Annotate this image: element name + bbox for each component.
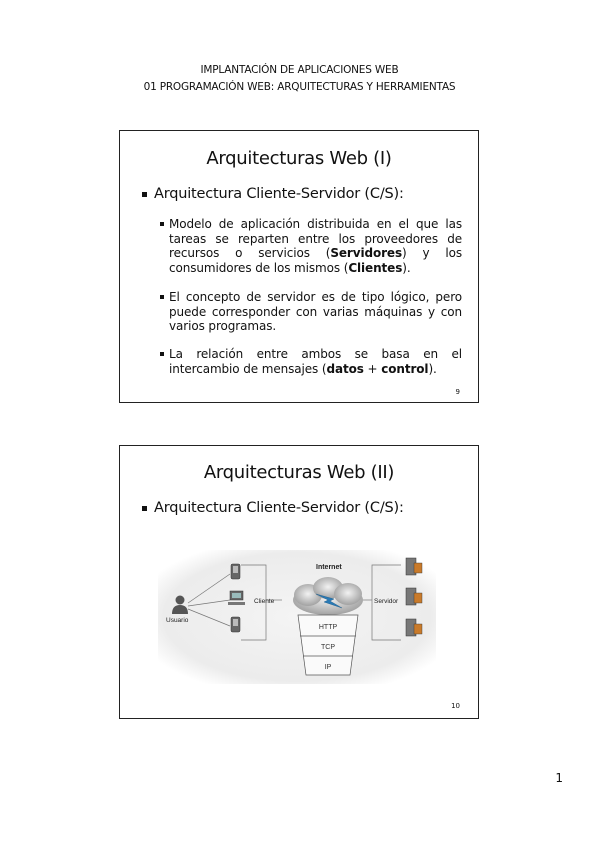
bullet-text: Arquitectura Cliente-Servidor (C/S):: [154, 500, 404, 516]
client-bracket: [241, 564, 282, 641]
bold-servidores: Servidores: [330, 246, 403, 260]
slide-page-number: 10: [451, 702, 460, 710]
page-number: 1: [555, 771, 563, 785]
sub-bullet-text: El concepto de servidor es de tipo lógic…: [169, 290, 462, 333]
sub-bullet-model: Modelo de aplicación distribuida en el q…: [160, 217, 462, 275]
bold-control: control: [381, 361, 429, 376]
bullet-text: Arquitectura Cliente-Servidor (C/S):: [154, 186, 404, 202]
bullet-square-icon: [160, 352, 164, 356]
user-device-links: [187, 573, 231, 627]
protocol-stack: [297, 614, 359, 676]
bold-datos: datos: [326, 361, 364, 376]
text-segment: Modelo de aplicación distribuida en el q…: [169, 217, 462, 260]
text-segment: ).: [402, 260, 411, 275]
document-header: IMPLANTACIÓN DE APLICACIONES WEB 01 PROG…: [0, 62, 599, 96]
header-unit: 01 PROGRAMACIÓN WEB: ARQUITECTURAS Y HER…: [143, 81, 456, 93]
sub-bullet-server-concept: El concepto de servidor es de tipo lógic…: [160, 290, 462, 334]
sub-bullet-relation: La relación entre ambos se basa en el in…: [160, 347, 462, 376]
user-icon: [172, 595, 188, 614]
text-segment: +: [363, 361, 382, 376]
bullet-square-icon: [142, 192, 147, 197]
slide-page-number: 9: [455, 388, 460, 396]
label-internet: Internet: [316, 564, 342, 571]
bullet-square-icon: [142, 506, 147, 511]
pda-icon: [230, 616, 241, 633]
main-bullet: Arquitectura Cliente-Servidor (C/S):: [142, 500, 464, 516]
server-icon-middle: [405, 587, 423, 606]
label-usuario: Usuario: [166, 617, 189, 624]
text-segment: La relación entre ambos se basa en el in…: [169, 347, 462, 376]
server-icon-bottom: [405, 618, 423, 637]
client-server-diagram: Usuario Cliente Internet: [158, 550, 436, 684]
main-bullet: Arquitectura Cliente-Servidor (C/S):: [142, 186, 464, 202]
text-segment: ) y los consumidores de los mismos (: [169, 246, 462, 275]
bullet-square-icon: [160, 295, 164, 299]
desktop-computer-icon: [228, 590, 245, 605]
slide-title: Arquitecturas Web (I): [206, 148, 392, 169]
bold-clientes: Clientes: [348, 260, 403, 275]
server-bracket: [363, 564, 401, 641]
bullet-square-icon: [160, 222, 164, 226]
slide-9: Arquitecturas Web (I) Arquitectura Clien…: [119, 130, 479, 403]
header-course: IMPLANTACIÓN DE APLICACIONES WEB: [200, 64, 399, 76]
protocol-http: HTTP: [319, 624, 338, 631]
label-cliente: Cliente: [254, 598, 275, 605]
slide-title: Arquitecturas Web (II): [203, 462, 395, 483]
label-servidor: Servidor: [374, 598, 399, 605]
internet-cloud-icon: [293, 577, 363, 615]
protocol-ip: IP: [325, 664, 332, 671]
slide-10: Arquitecturas Web (II) Arquitectura Clie…: [119, 445, 479, 719]
phone-icon: [230, 563, 241, 580]
protocol-tcp: TCP: [321, 644, 335, 651]
server-icon-top: [405, 557, 423, 576]
diagram-background: [158, 550, 436, 684]
text-segment: ).: [428, 361, 437, 376]
